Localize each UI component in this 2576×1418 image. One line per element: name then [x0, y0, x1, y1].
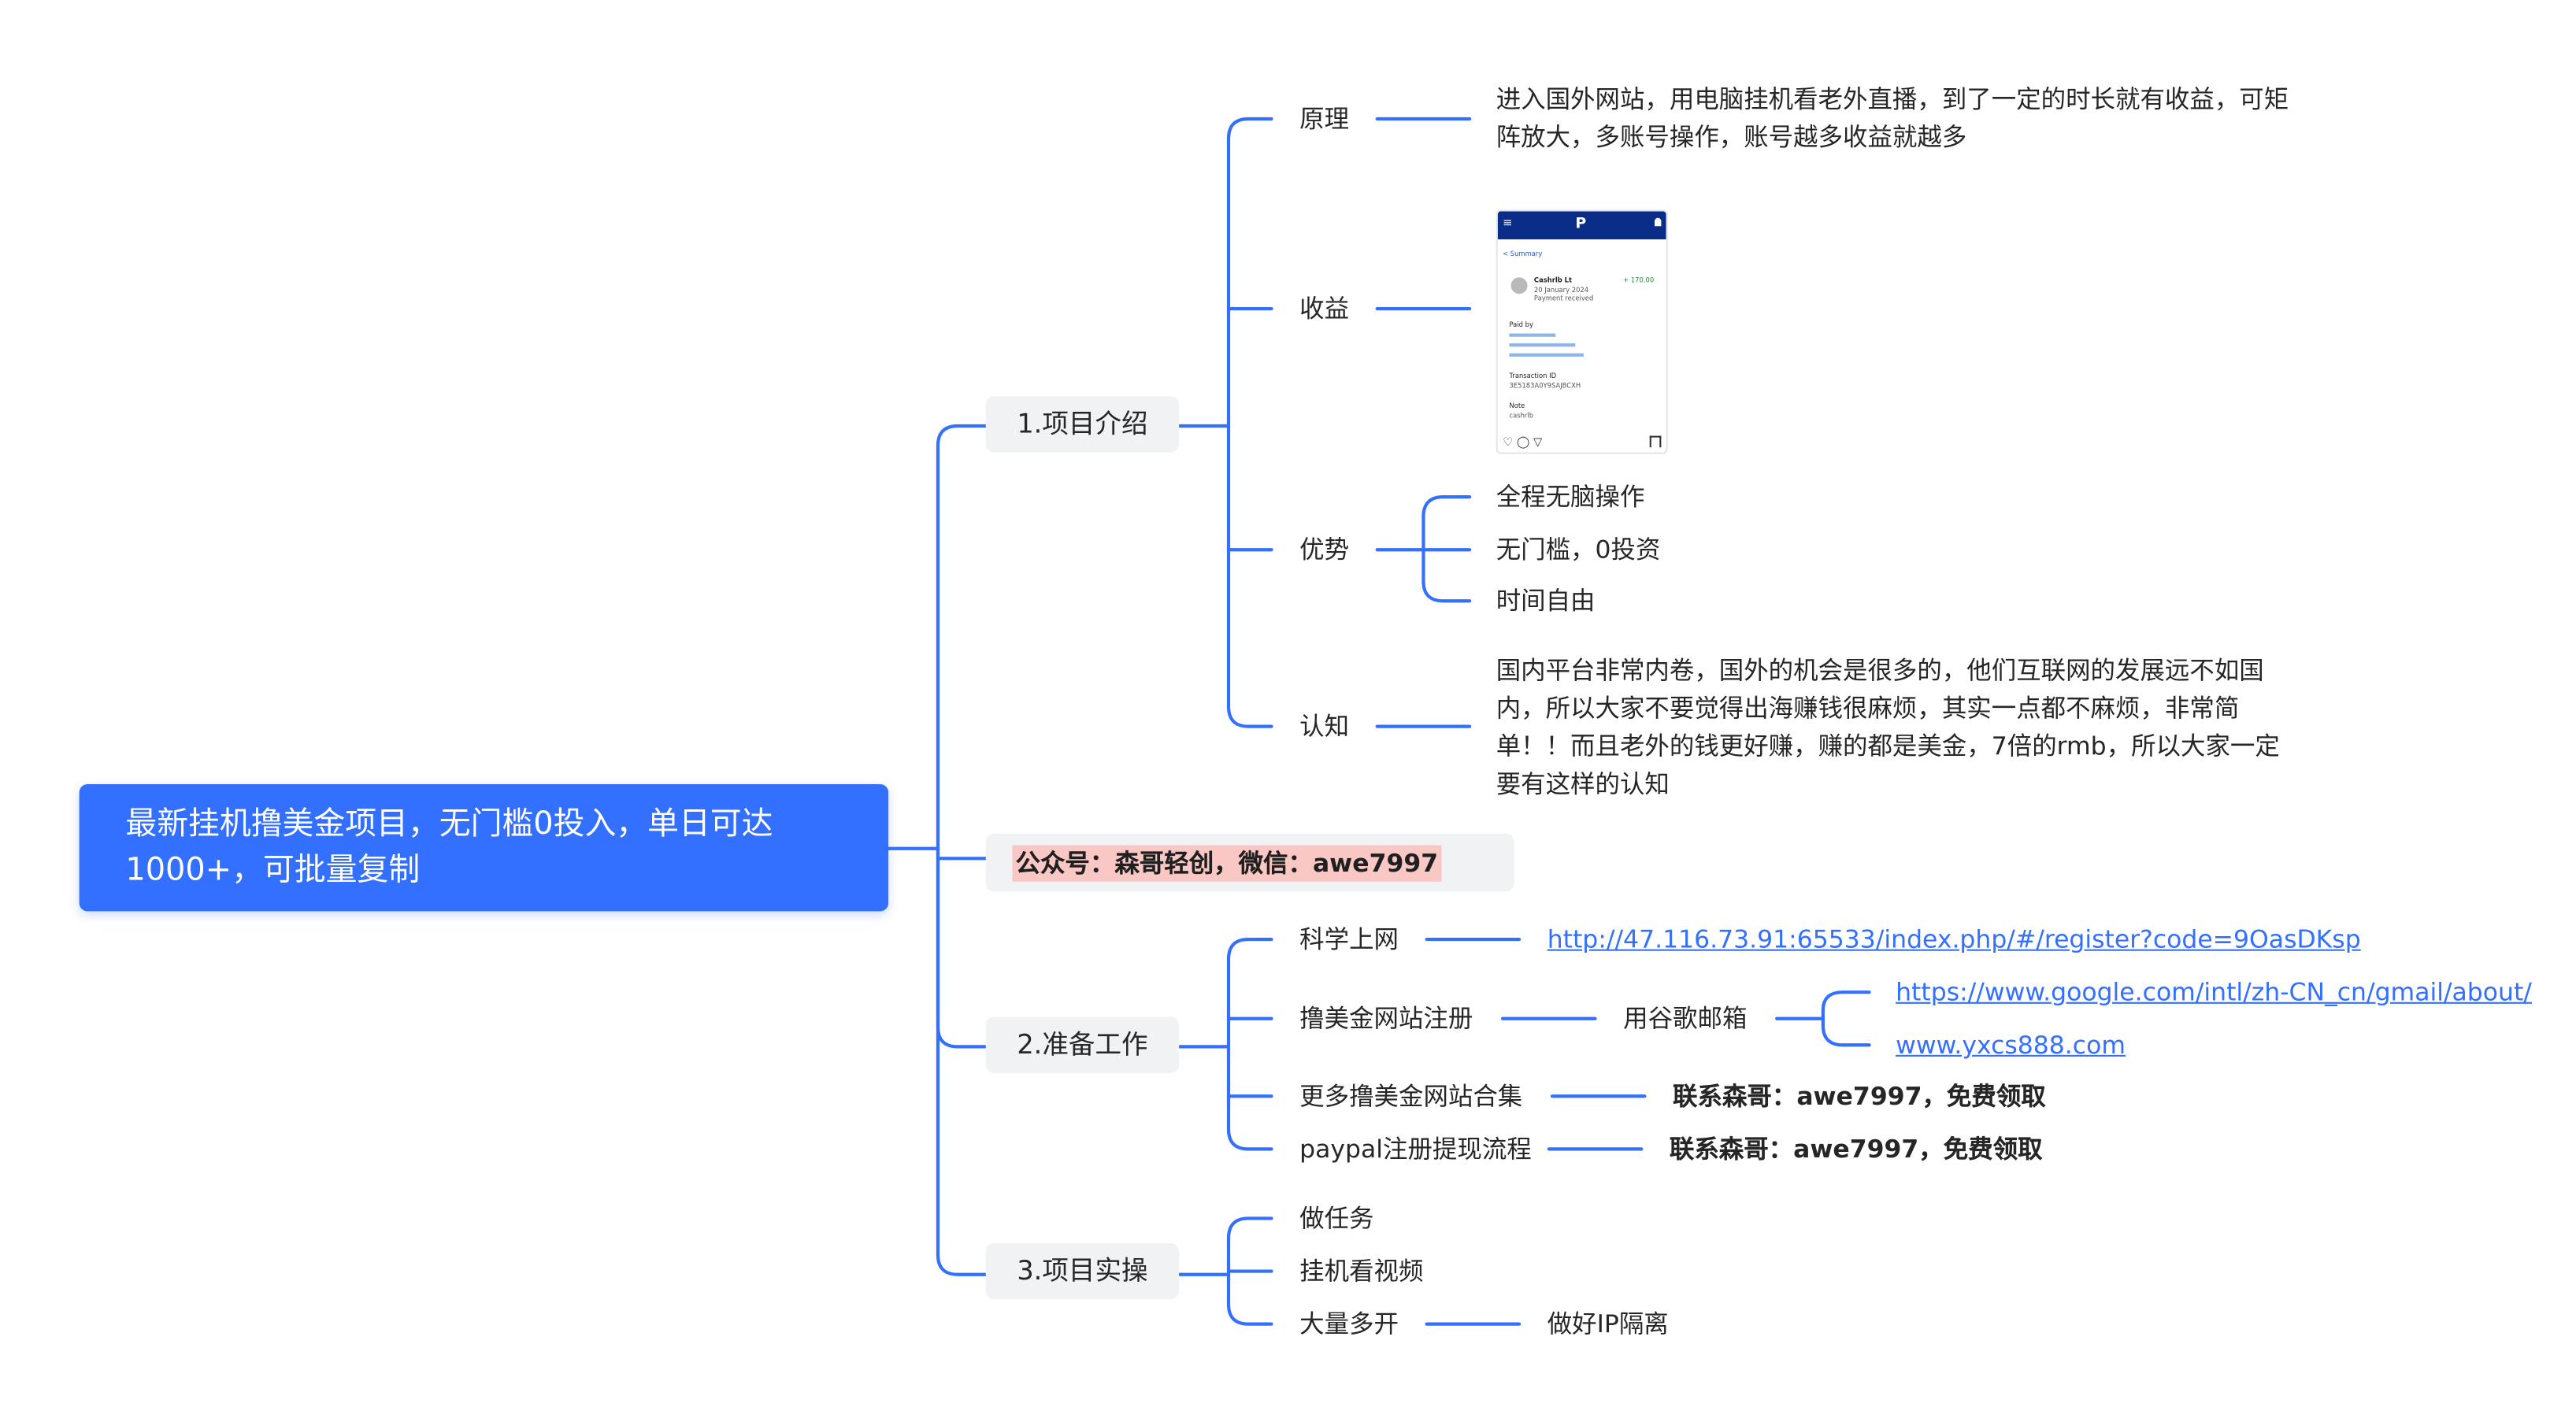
root-title: 最新挂机撸美金项目，无门槛0投入，单日可达1000+，可批量复制 [125, 805, 773, 889]
node-multi-open[interactable]: 大量多开 [1299, 1309, 1399, 1339]
phone-status: Payment received [1533, 294, 1594, 302]
cognition-text: 国内平台非常内卷，国外的机会是很多的，他们互联网的发展远不如国内，所以大家不要觉… [1496, 655, 2280, 799]
section-preparation[interactable]: 2.准备工作 [985, 1016, 1180, 1073]
node-more-sites[interactable]: 更多撸美金网站合集 [1299, 1081, 1523, 1112]
blurred-line [1509, 333, 1556, 337]
node-site-register[interactable]: 撸美金网站注册 [1299, 1003, 1473, 1034]
node-ip-isolation[interactable]: 做好IP隔离 [1547, 1309, 1669, 1339]
bookmark-icon [1649, 435, 1662, 448]
principle-text: 进入国外网站，用电脑挂机看老外直播，到了一定的时长就有收益，可矩阵放大，多账号操… [1496, 83, 2289, 152]
phone-summary: < Summary [1503, 249, 1543, 258]
node-vpn[interactable]: 科学上网 [1299, 924, 1399, 954]
node-advantage[interactable]: 优势 [1299, 535, 1350, 565]
node-google-email[interactable]: 用谷歌邮箱 [1623, 1003, 1748, 1034]
advantage-item[interactable]: 无门槛，0投资 [1496, 535, 1661, 565]
blurred-line [1509, 343, 1576, 347]
gmail-link[interactable]: https://www.google.com/intl/zh-CN_cn/gma… [1896, 977, 2532, 1008]
wechat-contact-node[interactable]: 公众号：森哥轻创，微信：awe7997 [985, 833, 1514, 892]
phone-paid-by: Paid by [1509, 320, 1533, 329]
wechat-contact-label: 公众号：森哥轻创，微信：awe7997 [1012, 845, 1442, 882]
paypal-contact[interactable]: 联系森哥：awe7997，免费领取 [1669, 1134, 2043, 1164]
node-watch-videos[interactable]: 挂机看视频 [1299, 1256, 1424, 1287]
vpn-register-link[interactable]: http://47.116.73.91:65533/index.php/#/re… [1547, 924, 2361, 954]
node-income[interactable]: 收益 [1299, 294, 1350, 324]
phone-transaction-value: 3E5183A0Y9SAJBCXH [1509, 381, 1581, 390]
avatar [1510, 277, 1528, 294]
more-sites-contact[interactable]: 联系森哥：awe7997，免费领取 [1673, 1081, 2046, 1112]
phone-notes-label: Note [1509, 401, 1525, 410]
section-practice[interactable]: 3.项目实操 [985, 1242, 1180, 1300]
blurred-line [1509, 353, 1584, 357]
node-cognition[interactable]: 认知 [1299, 711, 1350, 742]
menu-icon: ≡ [1503, 216, 1513, 230]
advantage-item[interactable]: 时间自由 [1496, 586, 1596, 616]
yxcs-link[interactable]: www.yxcs888.com [1896, 1030, 2126, 1061]
paypal-logo: P [1575, 216, 1587, 233]
advantage-item[interactable]: 全程无脑操作 [1496, 482, 1645, 513]
node-principle[interactable]: 原理 [1299, 104, 1350, 134]
node-paypal[interactable]: paypal注册提现流程 [1299, 1134, 1532, 1164]
like-comment-share-icons: ♡ ◯ ▽ [1503, 435, 1543, 450]
section-project-intro[interactable]: 1.项目介绍 [985, 396, 1180, 453]
phone-amount: + 170,00 [1623, 276, 1655, 284]
phone-notes-value: cashrlb [1509, 411, 1534, 420]
phone-date: 20 January 2024 [1533, 285, 1589, 294]
phone-transaction-label: Transaction ID [1509, 371, 1557, 380]
phone-header-bar: ≡ P [1497, 211, 1666, 240]
income-screenshot: ≡ P < Summary Cashrlb Lt + 170,00 20 Jan… [1496, 209, 1668, 454]
phone-name: Cashrlb Lt [1533, 276, 1573, 284]
root-node[interactable]: 最新挂机撸美金项目，无门槛0投入，单日可达1000+，可批量复制 [79, 783, 889, 912]
bell-icon [1654, 217, 1662, 227]
node-do-tasks[interactable]: 做任务 [1299, 1203, 1374, 1234]
